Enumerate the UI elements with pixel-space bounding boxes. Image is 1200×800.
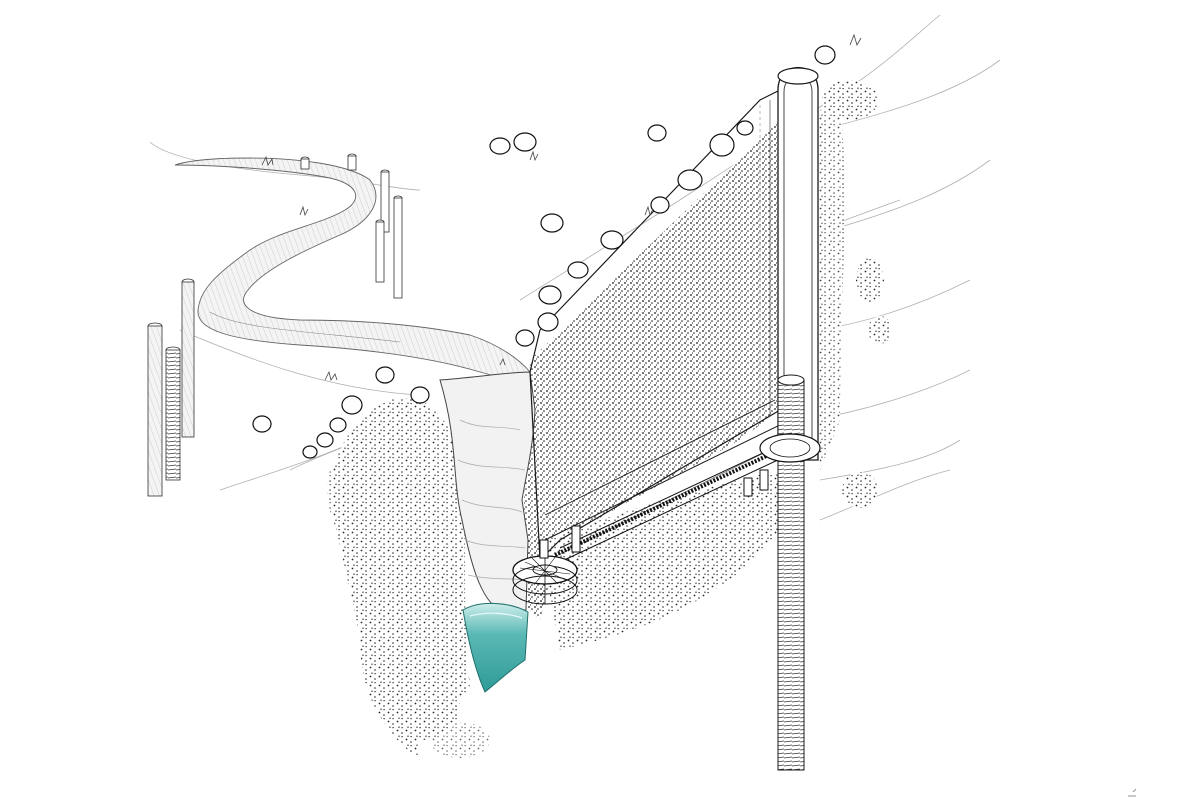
ground-pile — [393, 195, 403, 299]
vertical-shaft — [777, 66, 819, 461]
ground-pile — [380, 169, 390, 233]
corner-mark — [1128, 788, 1137, 797]
chain-conveyor — [554, 433, 821, 563]
grass-tufts — [261, 33, 862, 381]
water-pool — [462, 602, 529, 693]
ground-piles — [147, 153, 403, 497]
stippled-earth-left — [327, 398, 490, 760]
spiral-stair — [512, 469, 769, 605]
ground-pile — [347, 153, 357, 171]
boulder-row — [252, 45, 836, 459]
ground-pile — [375, 219, 385, 283]
ground-pile — [181, 278, 195, 438]
ground-pile — [165, 346, 181, 481]
ground-pile — [300, 156, 310, 170]
ground-pile — [147, 322, 163, 497]
winding-channel — [174, 157, 531, 378]
stippled-earth-right — [520, 80, 892, 650]
